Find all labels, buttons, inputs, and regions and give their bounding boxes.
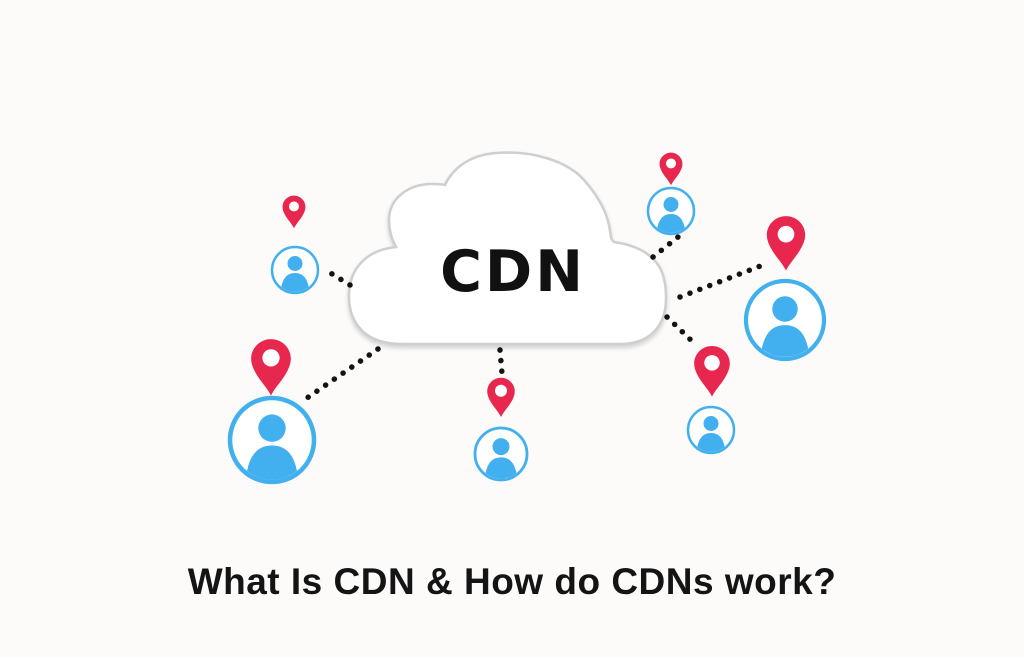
location-pin-icon	[251, 339, 291, 396]
location-pin-icon	[659, 152, 683, 186]
location-pin-icon	[694, 346, 730, 397]
dotted-connection-line	[321, 266, 353, 288]
user-icon	[475, 428, 527, 481]
user-icon	[746, 281, 824, 360]
user-icon	[230, 398, 314, 483]
cloud-shape	[347, 151, 668, 346]
location-pin-icon	[766, 216, 806, 271]
dotted-connection-line	[664, 314, 698, 347]
user-node-bottom-center	[475, 377, 527, 481]
user-icon	[648, 188, 694, 235]
location-pin-icon	[487, 377, 515, 418]
dotted-connection-line	[677, 262, 766, 300]
dotted-connection-line	[304, 346, 381, 401]
user-node-bottom-left-large	[230, 339, 314, 483]
location-pin-icon	[282, 195, 306, 229]
user-node-top-right	[648, 152, 694, 235]
cloud-label: CDN	[440, 239, 586, 305]
user-node-right-large	[746, 216, 824, 360]
dotted-connection-line	[650, 234, 681, 260]
user-node-lower-right	[688, 346, 734, 453]
user-icon	[272, 247, 318, 294]
user-node-left	[272, 195, 318, 294]
page-title: What Is CDN & How do CDNs work?	[187, 561, 837, 602]
user-icon	[688, 407, 734, 454]
